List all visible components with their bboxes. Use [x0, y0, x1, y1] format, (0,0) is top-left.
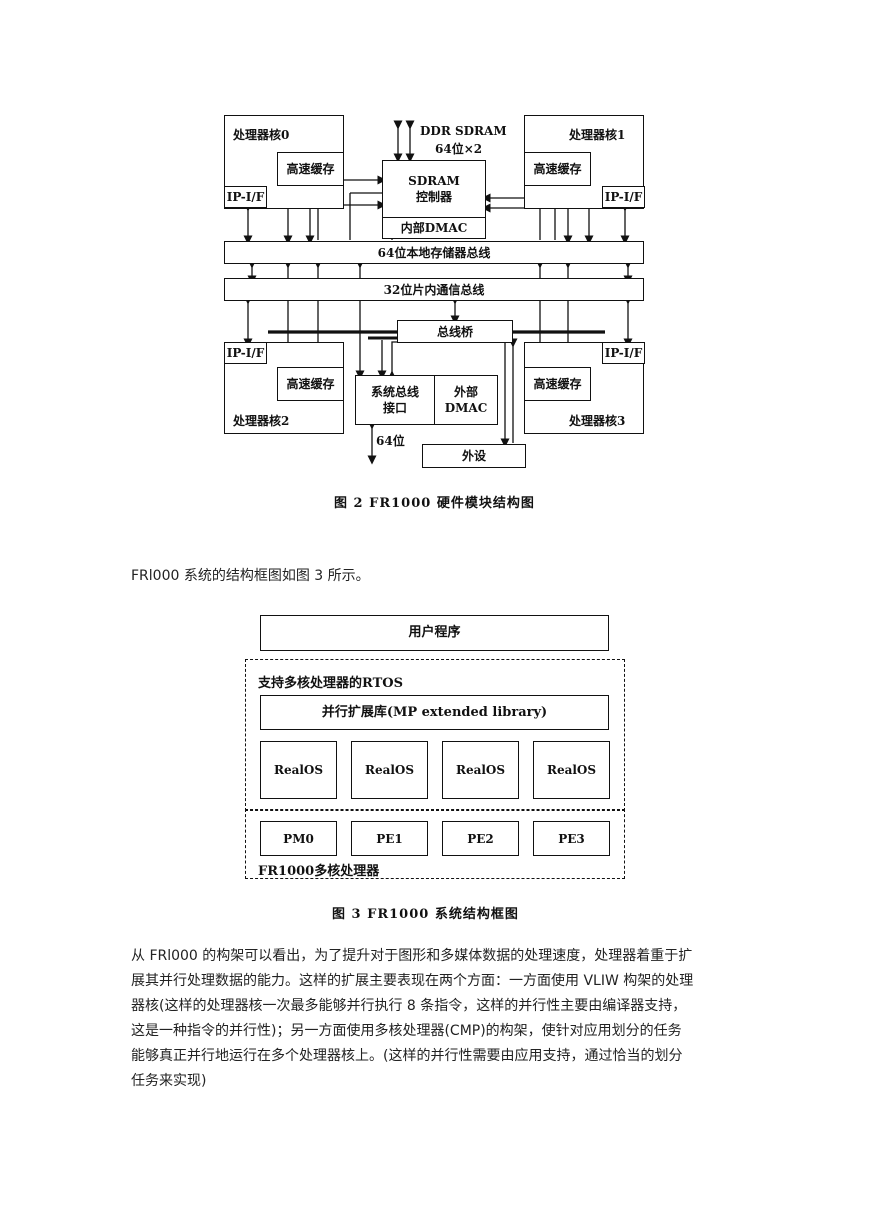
ipif-1: IP-I/F: [602, 186, 645, 208]
sdram-controller-label: 控制器: [415, 190, 452, 204]
ddr-width-label: 64位×2: [435, 142, 483, 156]
cache-1: 高速缓存: [524, 152, 591, 186]
bus-bridge: 总线桥: [397, 320, 513, 343]
width-64-label: 64位: [376, 434, 405, 448]
multicore-label: FR1000多核处理器: [258, 864, 380, 879]
figure-3-caption: 图 3 FR1000 系统结构框图: [332, 907, 519, 922]
user-program: 用户程序: [260, 615, 609, 651]
realos-4: RealOS: [533, 741, 610, 799]
pe-pe1: PE1: [351, 821, 428, 856]
internal-dmac: 内部DMAC: [382, 217, 486, 239]
system-bus-interface: 系统总线 接口: [355, 375, 435, 425]
onchip-comm-bus-32: 32位片内通信总线: [224, 278, 644, 301]
paragraph-2-line-4: 这是一种指令的并行性)；另一方面使用多核处理器(CMP)的构架，使针对应用划分的…: [131, 1023, 682, 1039]
pe-pm0: PM0: [260, 821, 337, 856]
figure-2-caption: 图 2 FR1000 硬件模块结构图: [334, 496, 535, 511]
paragraph-2-line-5: 能够真正并行地运行在多个处理器核上。(这样的并行性需要由应用支持，通过恰当的划分: [131, 1048, 683, 1064]
multicore-region: [245, 809, 625, 879]
system-bus-label: 系统总线: [370, 385, 419, 399]
processor-core-0-label: 处理器核0: [233, 128, 290, 142]
interface-label: 接口: [382, 401, 407, 415]
paragraph-2-line-3: 器核(这样的处理器核一次最多能够并行执行 8 条指令，这样的并行性主要由编译器支…: [131, 998, 687, 1014]
pe-pe2: PE2: [442, 821, 519, 856]
paragraph-2-line-2: 展其并行处理数据的能力。这样的扩展主要表现在两个方面：一方面使用 VLIW 构架…: [131, 973, 694, 989]
ipif-0: IP-I/F: [224, 186, 267, 208]
external-label: 外部: [453, 385, 478, 399]
local-memory-bus-64: 64位本地存储器总线: [224, 241, 644, 264]
paragraph-1: FRl000 系统的结构框图如图 3 所示。: [131, 568, 370, 584]
rtos-region: [245, 659, 625, 811]
processor-core-1-label: 处理器核1: [569, 128, 626, 142]
peripheral: 外设: [422, 444, 526, 468]
paragraph-2-line-6: 任务来实现): [131, 1073, 207, 1089]
paragraph-2-line-1: 从 FRl000 的构架可以看出，为了提升对于图形和多媒体数据的处理速度，处理器…: [131, 948, 693, 964]
realos-2: RealOS: [351, 741, 428, 799]
ipif-3: IP-I/F: [602, 342, 645, 364]
ddr-sdram-label: DDR SDRAM: [420, 124, 507, 138]
cache-0: 高速缓存: [277, 152, 344, 186]
processor-core-3-label: 处理器核3: [569, 414, 626, 428]
sdram-controller: SDRAM 控制器: [382, 160, 486, 218]
dmac-label: DMAC: [444, 401, 488, 415]
cache-3: 高速缓存: [524, 367, 591, 401]
realos-1: RealOS: [260, 741, 337, 799]
external-dmac: 外部 DMAC: [434, 375, 498, 425]
realos-3: RealOS: [442, 741, 519, 799]
cache-2: 高速缓存: [277, 367, 344, 401]
sdram-label: SDRAM: [408, 174, 460, 188]
pe-pe3: PE3: [533, 821, 610, 856]
processor-core-2-label: 处理器核2: [233, 414, 290, 428]
ipif-2: IP-I/F: [224, 342, 267, 364]
mp-extended-library: 并行扩展库(MP extended library): [260, 695, 609, 730]
rtos-label: 支持多核处理器的RTOS: [258, 676, 403, 691]
